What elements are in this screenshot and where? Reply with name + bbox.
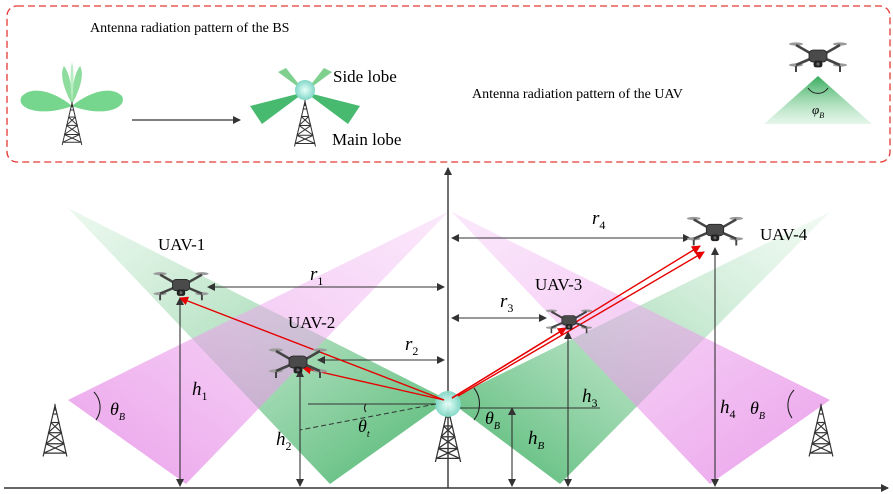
- right-bs-pink-beam: [452, 212, 830, 484]
- theta-symbol: θ: [485, 408, 494, 428]
- phi-subscript: B: [819, 111, 824, 120]
- theta-b-arc-right: [787, 389, 795, 419]
- h3-symbol: h: [582, 386, 592, 407]
- r3-subscript: 3: [507, 301, 513, 315]
- theta-subscript: B: [494, 421, 500, 432]
- bs-pattern-title: Antenna radiation pattern of the BS: [90, 21, 289, 36]
- left-bs-pink-beam: [68, 212, 448, 484]
- theta-symbol: θ: [110, 399, 119, 419]
- h3-subscript: 3: [592, 396, 598, 410]
- link-uav4-b: [457, 251, 705, 397]
- legend-border: [6, 5, 891, 163]
- h4-label: h4: [720, 397, 736, 421]
- uav-pattern-title: Antenna radiation pattern of the UAV: [472, 87, 683, 102]
- side-lobe-label: Side lobe: [333, 67, 397, 86]
- uav-pattern-illustration: [764, 41, 872, 124]
- bs-petal-pattern: [20, 62, 123, 146]
- hb-label: hB: [528, 428, 545, 452]
- left-bs-tower: [42, 403, 68, 458]
- h1-symbol: h: [192, 379, 202, 400]
- theta-b-label-right: θB: [750, 398, 765, 422]
- phi-b-label: φB: [812, 102, 824, 120]
- main-lobe-label: Main lobe: [332, 130, 401, 149]
- r4-label: r4: [592, 208, 605, 232]
- beams: [68, 208, 830, 484]
- uav4-label: UAV-4: [760, 225, 808, 244]
- uav2-label: UAV-2: [288, 313, 335, 332]
- theta-b-label-center: θB: [485, 408, 500, 432]
- h3-label: h3: [582, 386, 598, 410]
- r3-symbol: r: [500, 291, 508, 312]
- r4-symbol: r: [592, 208, 600, 229]
- theta-t-arc: [363, 403, 367, 413]
- theta-t-label: θt: [358, 416, 370, 440]
- link-uav2: [302, 365, 445, 401]
- theta-subscript: t: [367, 429, 370, 440]
- r3-label: r3: [500, 291, 513, 315]
- r1-subscript: 1: [317, 274, 323, 288]
- r2-label: r2: [405, 334, 418, 358]
- h4-symbol: h: [720, 397, 730, 418]
- r1-label: r1: [310, 264, 323, 288]
- bs-lobe-pattern: [250, 68, 360, 148]
- serving-bs: [434, 391, 462, 463]
- theta-symbol: θ: [750, 398, 759, 418]
- h2-label: h2: [276, 429, 292, 453]
- r2-symbol: r: [405, 334, 413, 355]
- theta-b-label-left: θB: [110, 399, 125, 423]
- h2-symbol: h: [276, 429, 286, 450]
- theta-symbol: θ: [358, 416, 367, 436]
- theta-subscript: B: [759, 411, 765, 422]
- r2-subscript: 2: [412, 344, 418, 358]
- h2-subscript: 2: [286, 439, 292, 453]
- theta-subscript: B: [119, 412, 125, 423]
- h4-subscript: 4: [730, 407, 736, 421]
- hb-subscript: B: [538, 440, 545, 452]
- tilt-dashed-line: [299, 403, 437, 431]
- r1-symbol: r: [310, 264, 318, 285]
- uav4-drone: [686, 215, 744, 247]
- uav1-label: UAV-1: [158, 235, 205, 254]
- h1-subscript: 1: [202, 389, 208, 403]
- hb-symbol: h: [528, 428, 538, 449]
- link-uav1: [179, 296, 445, 401]
- theta-b-arc-left: [93, 391, 101, 421]
- h1-label: h1: [192, 379, 208, 403]
- uav3-label: UAV-3: [535, 275, 582, 294]
- r4-subscript: 4: [599, 218, 605, 232]
- theta-b-arc-center: [473, 387, 480, 421]
- phi-symbol: φ: [812, 102, 819, 117]
